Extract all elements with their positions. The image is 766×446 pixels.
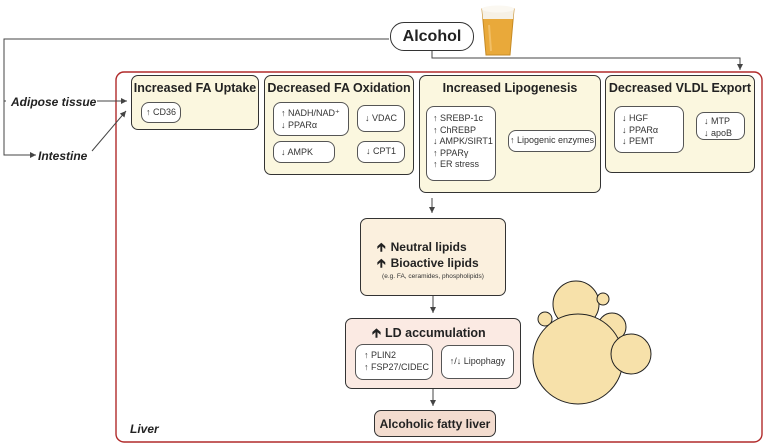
lipophagy-label: ↑/↓ Lipophagy xyxy=(449,356,506,367)
lipids-note: (e.g. FA, ceramides, phospholipids) xyxy=(382,273,484,280)
ld-proteins-box: ↑ PLIN2 ↑ FSP27/CIDEC xyxy=(355,344,433,380)
fa-oxidation-title: Decreased FA Oxidation xyxy=(267,81,411,95)
ppary-label: ↑ PPARγ xyxy=(433,147,469,158)
alcohol-label: Alcohol xyxy=(402,27,462,45)
cd36-box: ↑ CD36 xyxy=(141,102,181,123)
ld-accumulation-title: LD accumulation xyxy=(384,326,486,340)
vldl-export-title: Decreased VLDL Export xyxy=(608,81,752,95)
ampk-box: ↓ AMPK xyxy=(273,141,335,163)
up-arrow-icon: 🡱 xyxy=(377,256,386,270)
lipids-box: 🡱 Neutral lipids 🡱 Bioactive lipids (e.g. … xyxy=(360,218,506,296)
cpt1-label: ↓ CPT1 xyxy=(365,146,396,157)
srebp-label: ↑ SREBP-1c xyxy=(433,113,484,123)
alcoholic-fatty-liver-box: Alcoholic fatty liver xyxy=(374,410,496,437)
vldl-factors-box: ↓ HGF ↓ PPARα ↓ PEMT xyxy=(614,106,684,153)
intestine-arrow xyxy=(91,110,127,152)
ppara-label: ↓ PPARα xyxy=(281,119,318,130)
fa-oxidation-pane: Decreased FA Oxidation ↑ NADH/NAD⁺ ↓ PPA… xyxy=(264,75,414,175)
chrebp-label: ↑ ChREBP xyxy=(433,124,477,135)
bioactive-lipids-row: 🡱 Bioactive lipids xyxy=(377,254,479,275)
up-arrow-icon: 🡱 xyxy=(377,240,386,254)
lipogenesis-title: Increased Lipogenesis xyxy=(442,81,578,95)
plin2-label: ↑ PLIN2 xyxy=(364,350,397,360)
lipid-droplet xyxy=(532,313,624,405)
ppara-vldl-label: ↓ PPARα xyxy=(622,124,659,135)
up-arrow-icon: 🡱 xyxy=(372,326,381,340)
lipogenic-enzymes-label: ↑ Lipogenic enzymes xyxy=(509,135,595,146)
lipid-droplet xyxy=(610,333,652,375)
ld-accumulation-box: 🡱LD accumulation ↑ PLIN2 ↑ FSP27/CIDEC ↑… xyxy=(345,318,521,389)
lipid-droplets-illustration xyxy=(532,280,652,405)
lipogenesis-factors-box: ↑ SREBP-1c ↑ ChREBP ↓ AMPK/SIRT1 ↑ PPARγ… xyxy=(426,106,496,181)
mtp-label: ↓ MTP xyxy=(704,116,730,126)
cpt1-box: ↓ CPT1 xyxy=(357,141,405,163)
vdac-label: ↓ VDAC xyxy=(364,112,397,123)
fa-uptake-title: Increased FA Uptake xyxy=(133,81,257,95)
adipose-tissue-label: Adipose tissue xyxy=(11,95,97,109)
liver-label: Liver xyxy=(130,422,159,436)
bioactive-lipids-label: Bioactive lipids xyxy=(390,256,479,270)
neutral-lipids-row: 🡱 Neutral lipids xyxy=(377,238,467,259)
lipid-droplet xyxy=(596,292,610,306)
alcohol-box: Alcohol xyxy=(390,22,474,51)
nadh-ppara-box: ↑ NADH/NAD⁺ ↓ PPARα xyxy=(273,102,349,136)
lipophagy-box: ↑/↓ Lipophagy xyxy=(441,345,514,379)
beer-glass-icon xyxy=(481,5,515,56)
pemt-label: ↓ PEMT xyxy=(622,136,655,146)
ampk-sirt1-label: ↓ AMPK/SIRT1 xyxy=(433,136,493,146)
lipogenic-enzymes-box: ↑ Lipogenic enzymes xyxy=(508,130,596,152)
nadh-label: ↑ NADH/NAD⁺ xyxy=(281,108,340,118)
alcoholic-fatty-liver-label: Alcoholic fatty liver xyxy=(379,416,491,431)
fa-uptake-pane: Increased FA Uptake ↑ CD36 xyxy=(131,75,259,130)
lipogenesis-pane: Increased Lipogenesis ↑ SREBP-1c ↑ ChREB… xyxy=(419,75,601,193)
vdac-box: ↓ VDAC xyxy=(357,105,405,132)
hgf-label: ↓ HGF xyxy=(622,113,648,123)
cd36-label: ↑ CD36 xyxy=(145,106,176,117)
mtp-apob-box: ↓ MTP ↓ apoB xyxy=(696,112,745,140)
liver-outline xyxy=(115,71,763,443)
lipid-droplet xyxy=(537,311,553,327)
alcohol-to-liver-line xyxy=(431,51,743,70)
neutral-lipids-label: Neutral lipids xyxy=(390,240,467,254)
intestine-label: Intestine xyxy=(38,149,88,163)
alcohol-to-sources-line xyxy=(3,38,389,158)
vldl-export-pane: Decreased VLDL Export ↓ HGF ↓ PPARα ↓ PE… xyxy=(605,75,755,173)
ampk-label: ↓ AMPK xyxy=(281,147,314,157)
apob-label: ↓ apoB xyxy=(704,127,733,138)
fsp27-label: ↑ FSP27/CIDEC xyxy=(364,361,430,372)
er-stress-label: ↑ ER stress xyxy=(433,159,480,169)
ld-accumulation-title-row: 🡱LD accumulation xyxy=(372,324,486,345)
